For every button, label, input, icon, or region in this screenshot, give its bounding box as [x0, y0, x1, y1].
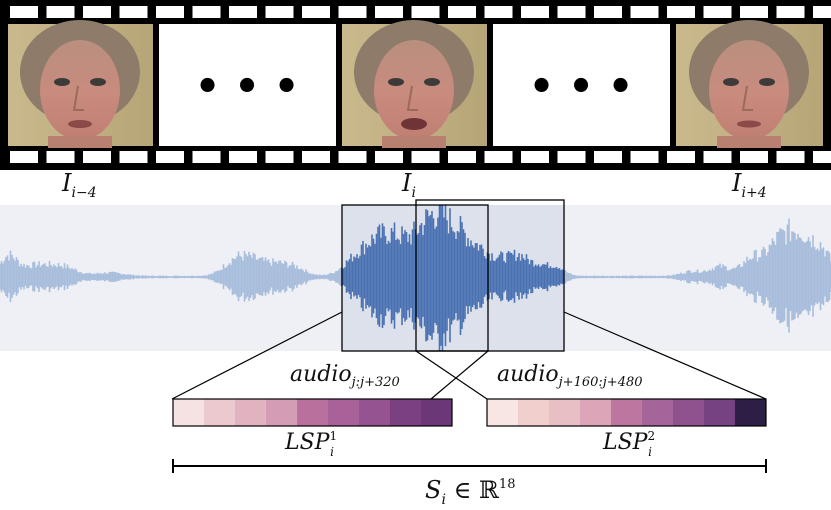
film-perforation — [192, 6, 221, 18]
film-perforations-bottom — [10, 151, 831, 163]
film-perforation — [521, 6, 549, 18]
film-perforation — [594, 151, 622, 163]
lsp-coefficient-cell — [735, 399, 766, 426]
connector-line — [430, 350, 489, 400]
film-perforation — [630, 6, 659, 18]
film-perforation — [338, 151, 367, 163]
lsp-feature-bar-1 — [172, 398, 453, 427]
film-perforation — [740, 151, 768, 163]
lsp-coefficient-cell — [204, 399, 235, 426]
audio-waveform — [0, 205, 831, 351]
connector-line — [563, 311, 767, 400]
audio-window-1 — [341, 204, 489, 352]
lsp-coefficient-cell — [173, 399, 204, 426]
film-perforation — [265, 151, 294, 163]
lsp-coefficient-cell — [235, 399, 266, 426]
film-perforation — [630, 151, 659, 163]
film-perforation — [119, 151, 148, 163]
film-perforation — [484, 151, 513, 163]
film-perforation — [375, 6, 403, 18]
face-image — [689, 20, 809, 148]
ellipsis-dots: • • • — [529, 64, 634, 110]
film-perforation — [46, 151, 75, 163]
film-perforation — [338, 6, 367, 18]
film-perforation — [667, 151, 695, 163]
video-frame-face — [676, 20, 823, 148]
video-frame-face — [8, 20, 153, 148]
lsp-coefficient-cell — [704, 399, 735, 426]
frame-label-i-plus-4: Ii+4 — [731, 169, 767, 201]
lsp-coefficient-cell — [580, 399, 611, 426]
lsp-coefficient-cell — [359, 399, 390, 426]
film-perforation — [667, 6, 695, 18]
lsp-coefficient-cell — [266, 399, 297, 426]
lsp-coefficient-cell — [297, 399, 328, 426]
feature-vector-label: Si ∈ ℝ18 — [425, 476, 515, 508]
film-perforation — [302, 6, 330, 18]
film-perforation — [703, 6, 732, 18]
lsp-coefficient-cell — [673, 399, 704, 426]
film-perforation — [10, 151, 38, 163]
lsp-coefficient-cell — [549, 399, 580, 426]
film-perforation — [46, 6, 75, 18]
face-image — [20, 20, 140, 148]
film-perforation — [484, 6, 513, 18]
film-perforation — [776, 151, 805, 163]
video-frame-face — [342, 20, 487, 148]
film-perforation — [83, 151, 111, 163]
film-perforation — [156, 6, 184, 18]
audio-window-1-label: audioj:j+320 — [290, 362, 400, 390]
film-perforation — [83, 6, 111, 18]
film-perforation — [229, 151, 257, 163]
film-perforation — [813, 151, 831, 163]
film-perforation — [740, 6, 768, 18]
ellipsis-dots: • • • — [195, 64, 300, 110]
film-perforation — [703, 151, 732, 163]
film-strip: • • • • • • — [0, 0, 831, 170]
film-perforations-top — [10, 6, 831, 18]
film-perforation — [448, 6, 476, 18]
video-frame-placeholder: • • • — [159, 24, 336, 146]
film-perforation — [302, 151, 330, 163]
film-perforation — [557, 151, 586, 163]
film-perforation — [10, 6, 38, 18]
face-image — [354, 20, 474, 148]
film-perforation — [411, 151, 440, 163]
lsp-coefficient-cell — [421, 399, 452, 426]
lsp-bar-border — [486, 398, 767, 427]
film-perforation — [375, 151, 403, 163]
film-perforation — [192, 151, 221, 163]
film-perforation — [229, 6, 257, 18]
film-perforation — [594, 6, 622, 18]
film-perforation — [265, 6, 294, 18]
lsp-coefficient-cell — [518, 399, 549, 426]
frame-label-i-minus-4: Ii−4 — [61, 169, 97, 201]
lsp-coefficient-cell — [390, 399, 421, 426]
film-perforation — [411, 6, 440, 18]
connector-line — [171, 311, 343, 400]
connector-line — [415, 350, 488, 400]
frame-label-i: Ii — [401, 169, 416, 201]
lsp-bar-border — [172, 398, 453, 427]
video-frame-placeholder: • • • — [493, 24, 670, 146]
lsp-coefficient-cell — [487, 399, 518, 426]
film-perforation — [156, 151, 184, 163]
lsp-coefficient-cell — [642, 399, 673, 426]
film-perforation — [813, 6, 831, 18]
film-perforation — [557, 6, 586, 18]
audio-window-2 — [415, 199, 565, 352]
film-perforation — [119, 6, 148, 18]
film-perforation — [521, 151, 549, 163]
feature-span-bracket — [172, 459, 767, 473]
audio-window-2-label: audioj+160:j+480 — [497, 362, 643, 390]
lsp-coefficient-cell — [611, 399, 642, 426]
film-perforation — [448, 151, 476, 163]
lsp-feature-bar-2 — [486, 398, 767, 427]
film-perforation — [776, 6, 805, 18]
lsp-coefficient-cell — [328, 399, 359, 426]
